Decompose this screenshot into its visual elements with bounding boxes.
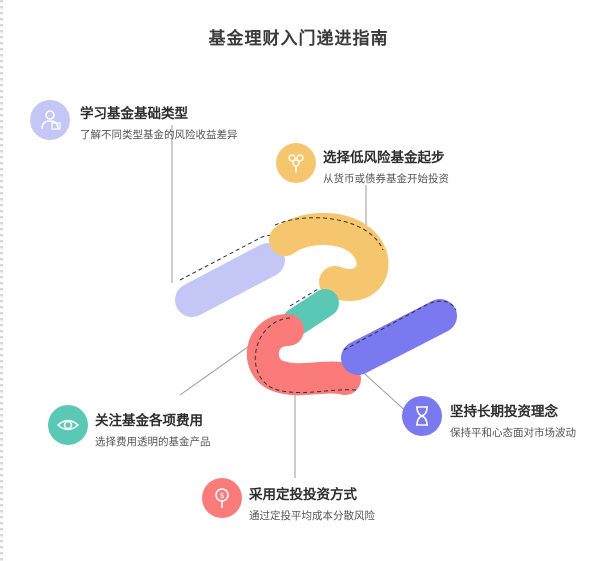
item-long-term: 坚持长期投资理念 保持平和心态面对市场波动 — [450, 400, 576, 440]
page-title: 基金理财入门递进指南 — [208, 29, 389, 49]
item-basics-heading: 学习基金基础类型 — [80, 106, 188, 122]
item-dca-sub: 通过定投平均成本分散风险 — [249, 510, 375, 522]
item-fees-heading: 关注基金各项费用 — [95, 413, 203, 429]
stage-fees-shape — [282, 288, 339, 336]
teacher-icon — [30, 100, 70, 140]
item-basics-sub: 了解不同类型基金的风险收益差异 — [80, 129, 238, 141]
hourglass-icon — [402, 396, 442, 436]
stage-low-risk-shape — [269, 212, 389, 301]
eye-icon — [48, 405, 88, 445]
stage-basics-shape — [175, 235, 285, 317]
item-low-risk-heading: 选择低风险基金起步 — [323, 150, 445, 166]
dollar-tree-icon: $ — [202, 478, 242, 518]
item-basics: 学习基金基础类型 了解不同类型基金的风险收益差异 — [80, 102, 238, 142]
item-low-risk: 选择低风险基金起步 从货币或债券基金开始投资 — [323, 146, 449, 186]
money-tree-icon — [276, 143, 316, 183]
item-fees: 关注基金各项费用 选择费用透明的基金产品 — [95, 409, 211, 449]
stage-dca-shape — [246, 314, 361, 396]
stage-long-term-shape — [341, 299, 457, 375]
item-long-term-heading: 坚持长期投资理念 — [450, 404, 558, 420]
item-low-risk-sub: 从货币或债券基金开始投资 — [323, 173, 449, 185]
item-dca-heading: 采用定投投资方式 — [249, 487, 357, 503]
item-long-term-sub: 保持平和心态面对市场波动 — [450, 427, 576, 439]
item-dca: 采用定投投资方式 通过定投平均成本分散风险 — [249, 483, 375, 523]
svg-text:$: $ — [219, 491, 224, 500]
left-edge-decoration — [0, 0, 3, 561]
item-fees-sub: 选择费用透明的基金产品 — [95, 436, 211, 448]
